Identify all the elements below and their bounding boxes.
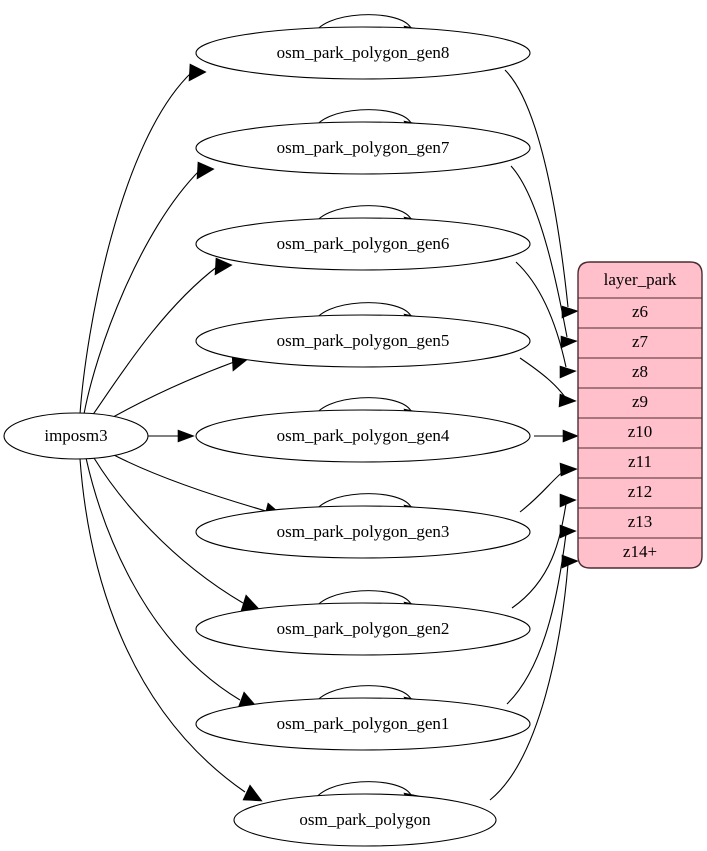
- table-border: [577, 261, 703, 569]
- edge-imposm3-to-gen2: [93, 457, 244, 604]
- node-osm-park-polygon[interactable]: osm_park_polygon: [233, 793, 497, 847]
- arrowhead-z6: [561, 305, 579, 319]
- node-osm-park-polygon-gen6[interactable]: osm_park_polygon_gen6: [195, 217, 531, 271]
- edge-imposm3-to-gen6: [91, 265, 219, 417]
- node-osm-park-polygon-gen2[interactable]: osm_park_polygon_gen2: [195, 602, 531, 656]
- gen3-ellipse[interactable]: [195, 505, 531, 559]
- table-row-z13[interactable]: z13: [628, 512, 653, 531]
- arrowhead-z10: [562, 429, 579, 443]
- edge-imposm3-to-gen1: [85, 457, 241, 701]
- node-osm-park-polygon-gen3[interactable]: osm_park_polygon_gen3: [195, 505, 531, 559]
- edge-imposm3-to-gen5: [105, 361, 235, 422]
- node-osm-park-polygon-gen4[interactable]: osm_park_polygon_gen4: [195, 409, 531, 463]
- arrowhead-gen8-in: [188, 63, 207, 82]
- node-osm-park-polygon-gen5[interactable]: osm_park_polygon_gen5: [195, 314, 531, 368]
- table-row-z9[interactable]: z9: [632, 392, 648, 411]
- gen4-label: osm_park_polygon_gen4: [277, 426, 450, 445]
- polygon-label: osm_park_polygon: [299, 810, 431, 829]
- layer-park-table[interactable]: layer_park z6 z7 z8 z9 z10 z11 z12 z13 z…: [577, 261, 703, 569]
- arrowhead-gen7-in: [196, 161, 215, 180]
- table-row-z6[interactable]: z6: [632, 302, 648, 321]
- gen2-label: osm_park_polygon_gen2: [277, 619, 450, 638]
- edge-imposm3-to-polygon: [79, 458, 246, 793]
- gen5-ellipse[interactable]: [195, 314, 531, 368]
- node-osm-park-polygon-gen7[interactable]: osm_park_polygon_gen7: [195, 121, 531, 175]
- edges-to-layer-table: [489, 69, 579, 801]
- arrowhead-polygon-in: [242, 784, 263, 802]
- edge-gen8-to-z6: [504, 69, 569, 308]
- gen7-ellipse[interactable]: [195, 121, 531, 175]
- edge-imposm3-to-gen8: [79, 71, 193, 415]
- gen1-ellipse[interactable]: [195, 697, 531, 751]
- table-row-z10[interactable]: z10: [628, 422, 653, 441]
- edge-gen1-to-z13: [506, 533, 567, 705]
- edge-gen6-to-z8: [515, 261, 567, 368]
- gen5-label: osm_park_polygon_gen5: [277, 331, 450, 350]
- gen1-label: osm_park_polygon_gen1: [277, 714, 450, 733]
- imposm3-label: imposm3: [44, 426, 107, 445]
- edge-gen3-to-z11: [519, 469, 566, 513]
- gen6-label: osm_park_polygon_gen6: [277, 234, 450, 253]
- imposm3-ellipse[interactable]: [3, 412, 149, 460]
- arrowhead-z8: [559, 365, 577, 379]
- table-header-label: layer_park: [604, 270, 677, 289]
- node-imposm3[interactable]: imposm3: [3, 412, 149, 460]
- gen8-label: osm_park_polygon_gen8: [277, 43, 450, 62]
- edge-imposm3-to-gen3: [109, 452, 267, 512]
- arrowhead-z9: [558, 393, 577, 408]
- gen2-ellipse[interactable]: [195, 602, 531, 656]
- gen4-ellipse[interactable]: [195, 409, 531, 463]
- gen6-ellipse[interactable]: [195, 217, 531, 271]
- node-osm-park-polygon-gen1[interactable]: osm_park_polygon_gen1: [195, 697, 531, 751]
- edge-gen2-to-z12: [511, 503, 567, 609]
- arrowhead-z14: [561, 554, 579, 569]
- gen7-label: osm_park_polygon_gen7: [277, 138, 450, 157]
- arrowhead-z13: [559, 524, 577, 539]
- edge-polygon-to-z14: [489, 563, 569, 801]
- table-row-z12[interactable]: z12: [628, 482, 653, 501]
- arrowhead-gen6-in: [214, 257, 233, 276]
- polygon-ellipse[interactable]: [233, 793, 497, 847]
- node-osm-park-polygon-gen8[interactable]: osm_park_polygon_gen8: [195, 26, 531, 80]
- edge-imposm3-to-gen7: [83, 169, 201, 415]
- table-background: [578, 262, 702, 568]
- table-row-z11[interactable]: z11: [628, 452, 652, 471]
- table-row-z8[interactable]: z8: [632, 362, 648, 381]
- table-row-z14plus[interactable]: z14+: [623, 542, 657, 561]
- edge-gen7-to-z7: [510, 165, 568, 338]
- table-row-dividers: [578, 297, 702, 539]
- table-row-z7[interactable]: z7: [632, 332, 649, 351]
- gen8-ellipse[interactable]: [195, 26, 531, 80]
- arrowhead-z7: [560, 335, 578, 349]
- arrowhead-z12: [559, 493, 577, 508]
- arrowhead-z11: [559, 462, 578, 477]
- arrowhead-gen4-in: [177, 429, 195, 443]
- gen3-label: osm_park_polygon_gen3: [277, 522, 450, 541]
- edge-gen5-to-z9: [519, 357, 566, 398]
